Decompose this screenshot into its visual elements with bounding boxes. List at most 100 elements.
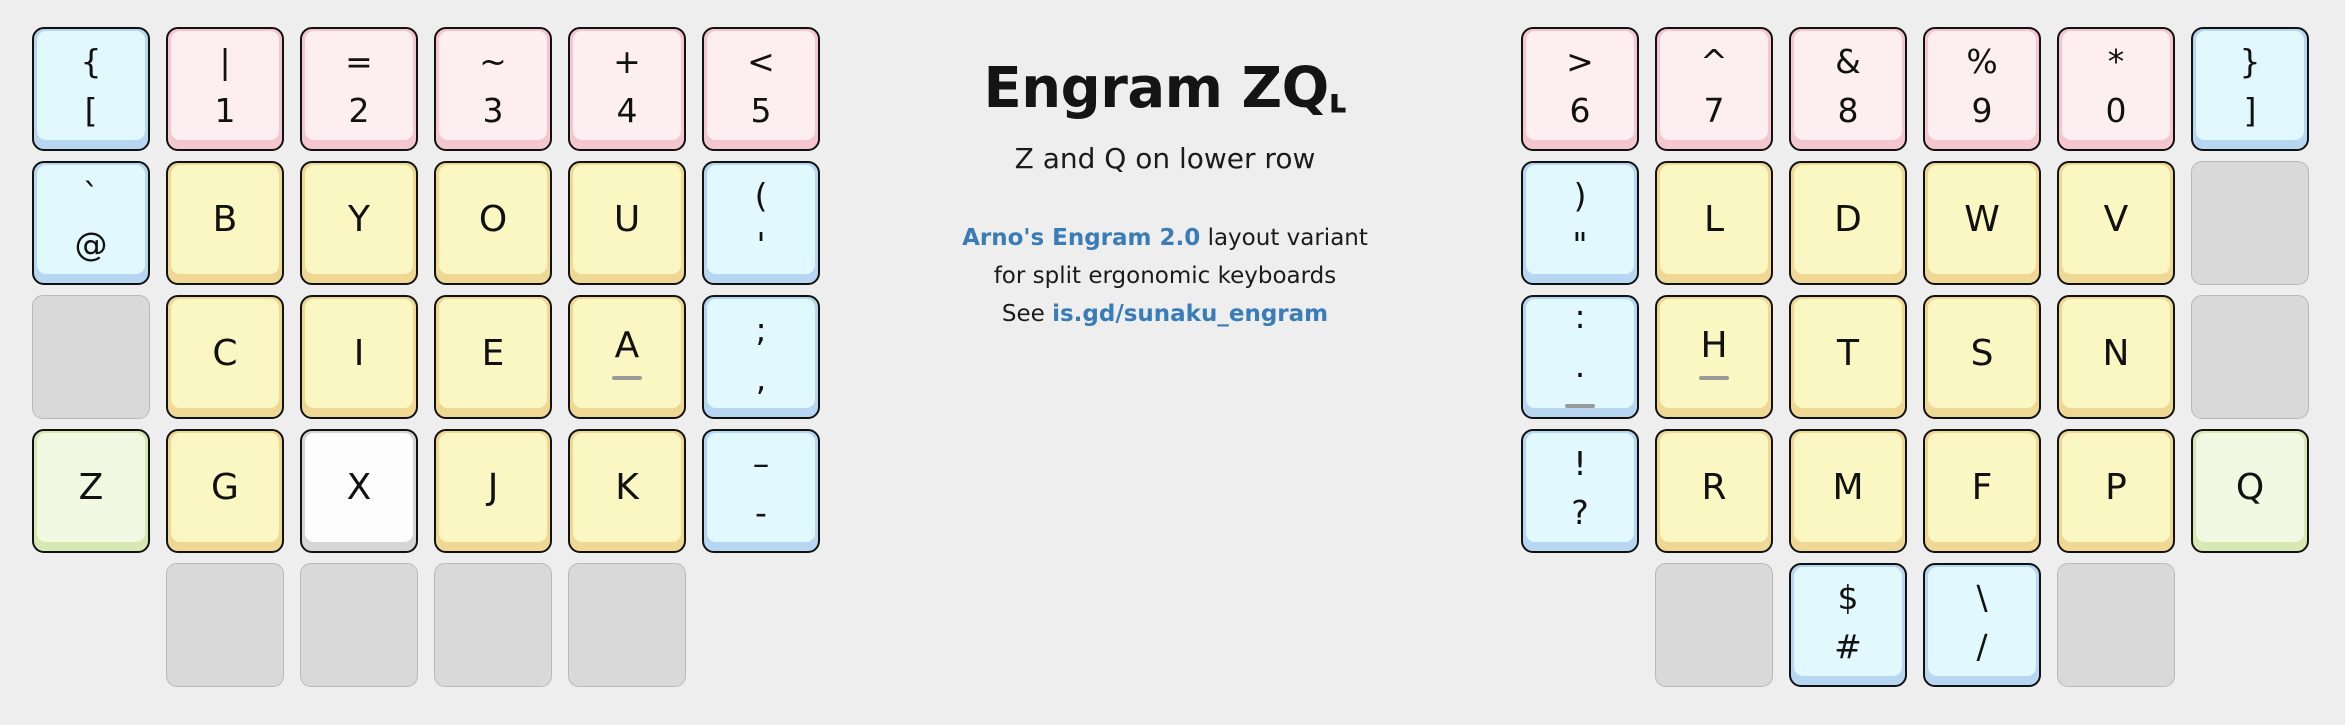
key-r-cell: R <box>1647 424 1781 558</box>
key-n[interactable]: N <box>2057 295 2175 419</box>
key-semicolon-comma-legends: ;, <box>704 297 818 417</box>
key-brace-close[interactable]: }] <box>2191 27 2309 151</box>
key-blank-left-1-cell <box>24 290 158 424</box>
key-e-face <box>439 299 547 408</box>
key-q-legends: Q <box>2193 431 2307 551</box>
key-e-legend: E <box>481 332 505 374</box>
key-brace-close-cell: }] <box>2183 22 2317 156</box>
key-a[interactable]: A <box>568 295 686 419</box>
key-9[interactable]: %9 <box>1923 27 2041 151</box>
key-p-legends: P <box>2059 431 2173 551</box>
key-b[interactable]: B <box>166 161 284 285</box>
key-gap-left <box>24 558 158 692</box>
key-m[interactable]: M <box>1789 429 1907 553</box>
key-g-legends: G <box>168 431 282 551</box>
key-w-legend: W <box>1964 198 2000 240</box>
key-p-cell: P <box>2049 424 2183 558</box>
sunaku-engram-url[interactable]: is.gd/sunaku_engram <box>1052 300 1329 327</box>
key-backslash-slash-legends: \/ <box>1925 565 2039 685</box>
key-colon-period[interactable]: :. <box>1521 295 1639 419</box>
key-o-legends: O <box>436 163 550 283</box>
key-0-face <box>2062 31 2170 140</box>
key-gap-left-2 <box>694 558 828 692</box>
key-w[interactable]: W <box>1923 161 2041 285</box>
key-thumb-left-2 <box>300 563 418 687</box>
key-t[interactable]: T <box>1789 295 1907 419</box>
key-c-cell: C <box>158 290 292 424</box>
key-s-cell: S <box>1915 290 2049 424</box>
key-5[interactable]: <5 <box>702 27 820 151</box>
key-f-legend: F <box>1971 466 1993 508</box>
key-paren-quote[interactable]: (' <box>702 161 820 285</box>
key-thumb-right-2 <box>2057 563 2175 687</box>
key-2-legends: =2 <box>302 29 416 149</box>
key-gap-right <box>1513 558 1647 692</box>
key-l[interactable]: L <box>1655 161 1773 285</box>
key-k[interactable]: K <box>568 429 686 553</box>
key-d[interactable]: D <box>1789 161 1907 285</box>
key-y[interactable]: Y <box>300 161 418 285</box>
key-2[interactable]: =2 <box>300 27 418 151</box>
key-5-face <box>707 31 815 140</box>
key-o[interactable]: O <box>434 161 552 285</box>
key-semicolon-comma-cell: ;, <box>694 290 828 424</box>
key-brace-close-legends: }] <box>2193 29 2307 149</box>
key-gap-right-2 <box>2183 558 2317 692</box>
key-r[interactable]: R <box>1655 429 1773 553</box>
engram-link[interactable]: Arno's Engram 2.0 <box>962 224 1201 251</box>
key-k-cell: K <box>560 424 694 558</box>
key-5-cell: <5 <box>694 22 828 156</box>
key-q[interactable]: Q <box>2191 429 2309 553</box>
key-m-legend: M <box>1832 466 1864 508</box>
key-l-legend: L <box>1703 198 1725 240</box>
key-4-legend-shifted: + <box>613 41 641 81</box>
key-h[interactable]: H <box>1655 295 1773 419</box>
key-z[interactable]: Z <box>32 429 150 553</box>
key-8[interactable]: &8 <box>1789 27 1907 151</box>
key-f[interactable]: F <box>1923 429 2041 553</box>
key-grave-at-cell: `@ <box>24 156 158 290</box>
key-q-legend: Q <box>2235 466 2265 508</box>
key-7-legends: ^7 <box>1657 29 1771 149</box>
key-d-legend: D <box>1834 198 1862 240</box>
key-7[interactable]: ^7 <box>1655 27 1773 151</box>
key-x[interactable]: X <box>300 429 418 553</box>
key-e[interactable]: E <box>434 295 552 419</box>
key-0[interactable]: *0 <box>2057 27 2175 151</box>
key-u[interactable]: U <box>568 161 686 285</box>
key-colon-period-cell: :. <box>1513 290 1647 424</box>
key-p[interactable]: P <box>2057 429 2175 553</box>
key-bracket[interactable]: {[ <box>32 27 150 151</box>
key-4[interactable]: +4 <box>568 27 686 151</box>
key-5-legend-base: 5 <box>750 90 772 130</box>
key-t-face <box>1794 299 1902 408</box>
key-g[interactable]: G <box>166 429 284 553</box>
key-i[interactable]: I <box>300 295 418 419</box>
key-dollar-hash[interactable]: $# <box>1789 563 1907 687</box>
key-backslash-slash-face <box>1928 567 2036 676</box>
key-exclaim-question-face <box>1526 433 1634 542</box>
key-underscore-hyphen[interactable]: –- <box>702 429 820 553</box>
key-8-face <box>1794 31 1902 140</box>
key-grave-at[interactable]: `@ <box>32 161 150 285</box>
key-a-legend: A <box>614 324 640 366</box>
key-9-cell: %9 <box>1915 22 2049 156</box>
key-l-legends: L <box>1657 163 1771 283</box>
key-3[interactable]: ~3 <box>434 27 552 151</box>
key-semicolon-comma[interactable]: ;, <box>702 295 820 419</box>
key-g-legend: G <box>211 466 239 508</box>
key-thumb-left-4 <box>568 563 686 687</box>
key-paren-close-dquote[interactable]: )" <box>1521 161 1639 285</box>
key-exclaim-question[interactable]: !? <box>1521 429 1639 553</box>
key-backslash-slash[interactable]: \/ <box>1923 563 2041 687</box>
key-s[interactable]: S <box>1923 295 2041 419</box>
key-grave-at-face <box>37 165 145 274</box>
key-6[interactable]: >6 <box>1521 27 1639 151</box>
key-1[interactable]: |1 <box>166 27 284 151</box>
key-v[interactable]: V <box>2057 161 2175 285</box>
key-j[interactable]: J <box>434 429 552 553</box>
key-blank-right-2-cell <box>2183 290 2317 424</box>
key-c[interactable]: C <box>166 295 284 419</box>
key-3-legend-base: 3 <box>482 90 504 130</box>
